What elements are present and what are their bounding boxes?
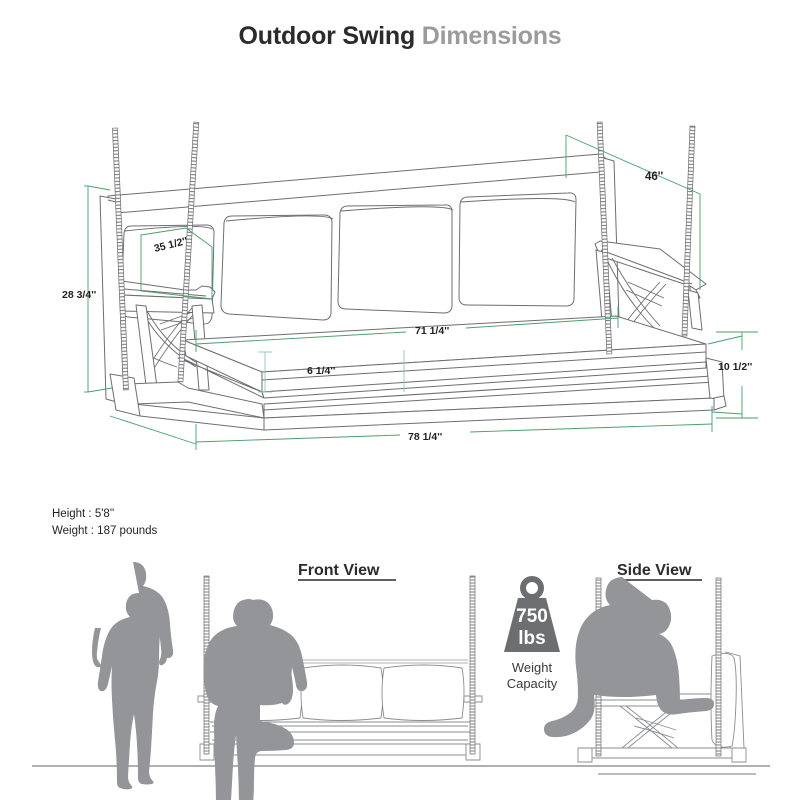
model-weight-label: Weight : 187 pounds bbox=[52, 525, 158, 537]
badge-caption-line1: Weight bbox=[512, 660, 553, 675]
page-title-secondary: Dimensions bbox=[421, 22, 562, 50]
chain-front-right bbox=[681, 125, 696, 337]
side-view-label: Side View bbox=[617, 562, 692, 579]
dim-label-seat-width: 71 1/4'' bbox=[415, 325, 449, 337]
seated-person-side-silhouette bbox=[544, 577, 714, 738]
front-view-label: Front View bbox=[298, 562, 380, 579]
dim-width-left bbox=[195, 434, 401, 443]
chain-back-left bbox=[177, 121, 200, 383]
badge-number: 750 bbox=[516, 606, 548, 627]
dim-width-right bbox=[469, 423, 713, 433]
chain-front-left bbox=[112, 127, 129, 391]
badge-caption-line2: Capacity bbox=[507, 676, 558, 691]
dim-seatwidth-right bbox=[465, 317, 619, 329]
seated-person-front-silhouette bbox=[203, 599, 308, 800]
suspension-chains bbox=[112, 121, 696, 391]
dim-seatwidth-left bbox=[195, 331, 407, 345]
chain-back-right bbox=[596, 121, 613, 355]
weight-icon bbox=[504, 576, 560, 652]
dim-label-height: 28 3/4'' bbox=[62, 289, 96, 301]
dim-depth-outline bbox=[140, 227, 213, 300]
badge-unit: lbs bbox=[518, 628, 545, 649]
dim-chain-top bbox=[565, 134, 701, 195]
dim-label-base-height: 10 1/2'' bbox=[718, 361, 752, 373]
page-title-primary: Outdoor Swing bbox=[238, 22, 416, 50]
dim-label-overall-width: 78 1/4'' bbox=[408, 431, 442, 443]
page-title: Outdoor Swing Dimensions bbox=[0, 22, 800, 51]
dimension-lines bbox=[84, 134, 758, 450]
dim-label-chain-span: 46'' bbox=[645, 171, 664, 183]
model-height-label: Height : 5'8'' bbox=[52, 508, 114, 520]
weight-capacity-badge: 750 lbs Weight Capacity bbox=[504, 576, 560, 691]
dim-label-cushion: 6 1/4'' bbox=[307, 365, 335, 377]
standing-person-silhouette bbox=[92, 562, 174, 790]
